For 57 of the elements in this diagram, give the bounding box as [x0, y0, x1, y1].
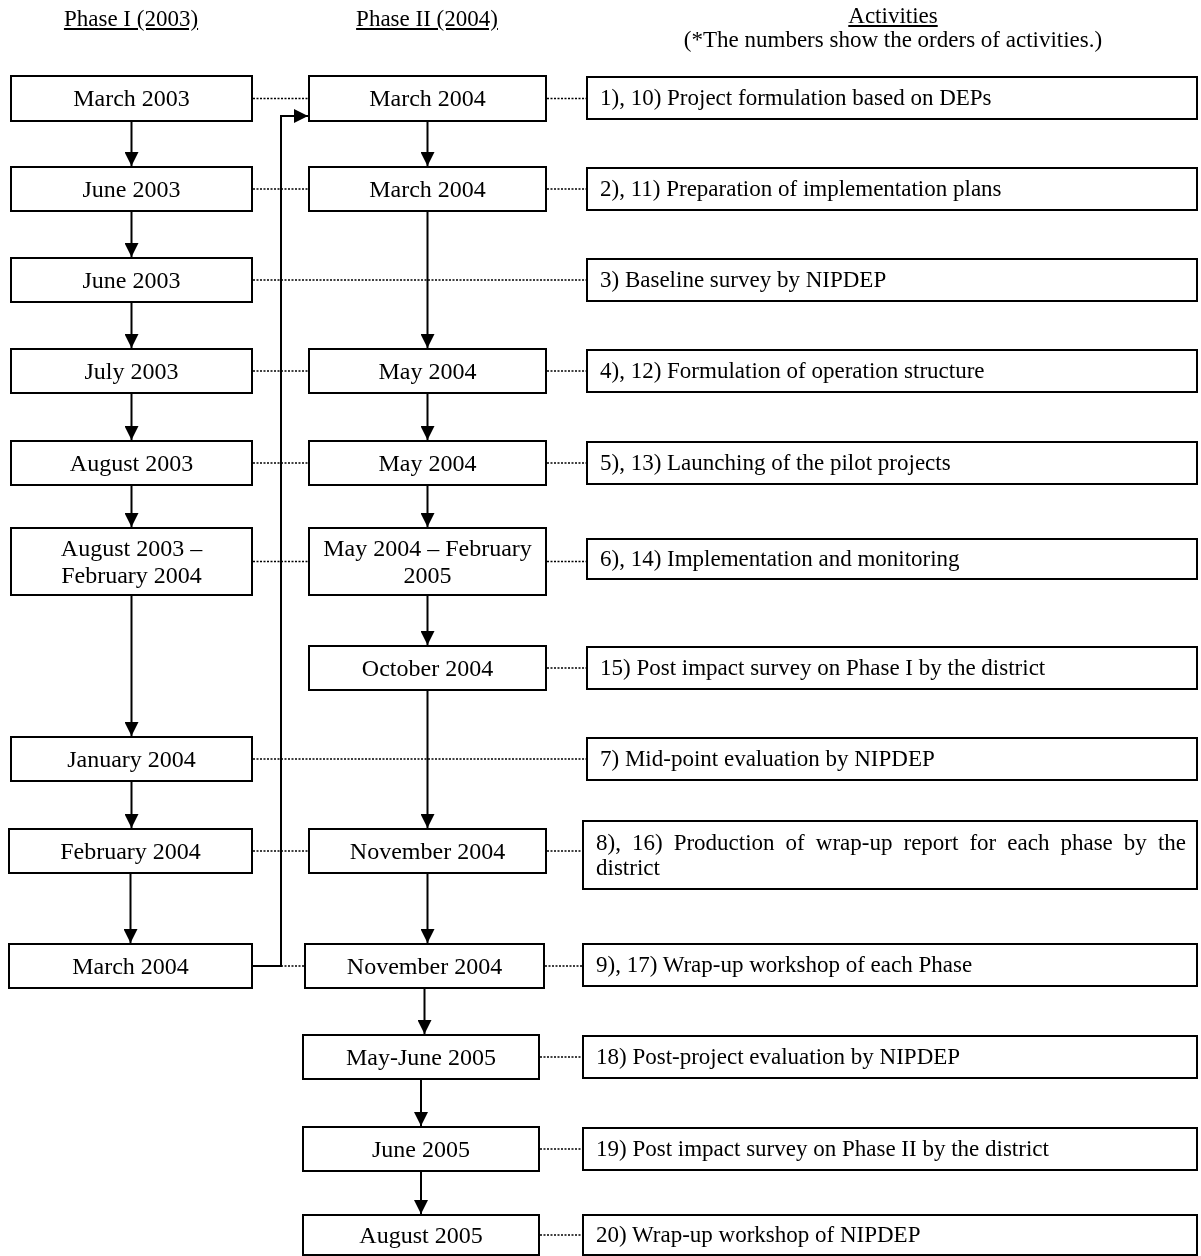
date-box: June 2003	[10, 257, 253, 303]
arrow	[124, 302, 139, 349]
activity-box: 19) Post impact survey on Phase II by the district	[582, 1127, 1198, 1171]
activity-box: 20) Wrap-up workshop of NIPDEP	[582, 1214, 1198, 1256]
date-box: March 2003	[10, 75, 253, 122]
dotted-connector	[252, 965, 305, 967]
arrow	[420, 211, 435, 349]
arrow	[417, 988, 432, 1035]
date-box: August 2003	[10, 440, 253, 486]
date-box: June 2003	[10, 166, 253, 212]
activity-box: 2), 11) Preparation of implementation plans	[586, 167, 1198, 211]
activity-box: 5), 13) Launching of the pilot projects	[586, 441, 1198, 485]
date-box: January 2004	[10, 736, 253, 782]
arrow	[414, 1171, 428, 1215]
activity-box: 18) Post-project evaluation by NIPDEP	[582, 1035, 1198, 1079]
date-box: November 2004	[308, 828, 547, 874]
activity-box: 8), 16) Production of wrap-up report for each phase by the district	[582, 820, 1198, 890]
arrow	[124, 211, 139, 258]
phase-heading: Phase II (2004)	[356, 6, 498, 32]
arrow	[420, 873, 435, 944]
date-box: May-June 2005	[302, 1034, 540, 1080]
activity-box: 3) Baseline survey by NIPDEP	[586, 258, 1198, 302]
date-box: June 2005	[302, 1126, 540, 1172]
arrow	[124, 781, 139, 829]
activity-box: 7) Mid-point evaluation by NIPDEP	[586, 737, 1198, 781]
column-heading: Activities	[848, 3, 938, 29]
arrow	[420, 690, 435, 829]
arrow	[124, 393, 139, 441]
date-box: August 2003 – February 2004	[10, 527, 253, 596]
arrow	[420, 595, 435, 646]
arrow	[420, 121, 435, 167]
date-box: February 2004	[8, 828, 253, 874]
arrow	[252, 109, 309, 967]
date-box: July 2003	[10, 348, 253, 394]
date-box: May 2004 – February 2005	[308, 527, 547, 596]
date-box: August 2005	[302, 1214, 540, 1256]
date-box: May 2004	[308, 440, 547, 486]
date-box: March 2004	[308, 166, 547, 212]
arrow	[420, 485, 435, 528]
activity-box: 4), 12) Formulation of operation structure	[586, 349, 1198, 393]
note: (*The numbers show the orders of activities.)	[683, 27, 1103, 53]
date-box: May 2004	[308, 348, 547, 394]
arrow	[123, 873, 138, 944]
arrow	[124, 485, 139, 528]
activity-box: 1), 10) Project formulation based on DEPs	[586, 76, 1198, 120]
activity-box: 9), 17) Wrap-up workshop of each Phase	[582, 943, 1198, 987]
activity-box: 6), 14) Implementation and monitoring	[586, 538, 1198, 580]
activity-box: 15) Post impact survey on Phase I by the district	[586, 646, 1198, 690]
phase-heading: Phase I (2003)	[63, 6, 199, 32]
date-box: November 2004	[304, 943, 545, 989]
arrow	[124, 595, 139, 737]
date-box: October 2004	[308, 645, 547, 691]
arrow	[414, 1079, 428, 1127]
arrow	[420, 393, 435, 441]
date-box: March 2004	[308, 75, 547, 122]
date-box: March 2004	[8, 943, 253, 989]
arrow	[124, 121, 139, 167]
